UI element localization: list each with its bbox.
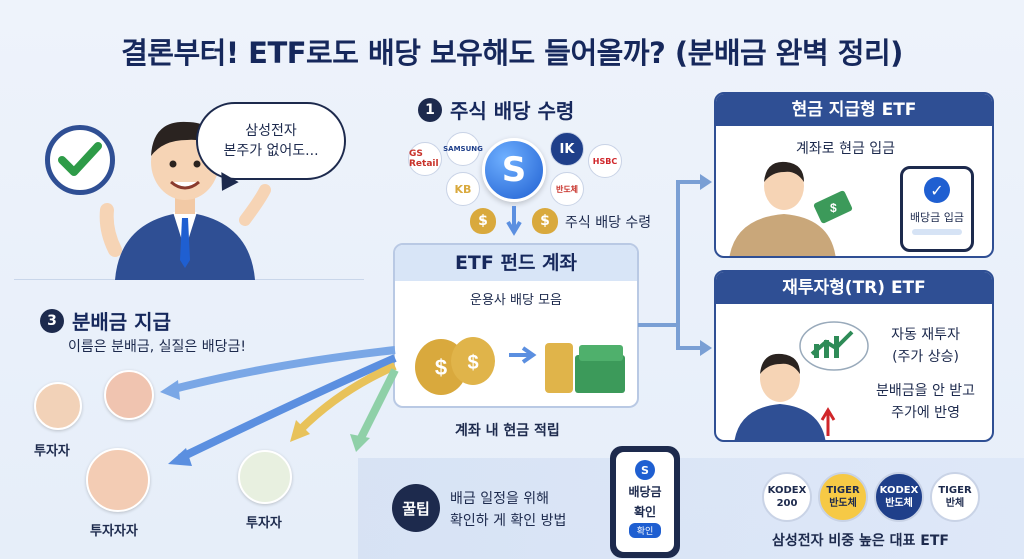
confirm-button[interactable]: 확인 (628, 523, 662, 538)
step3-title: 분배금 지급 (72, 310, 171, 334)
etf-chip-line1: KODEX (879, 485, 919, 496)
down-arrow-icon (506, 206, 522, 236)
svg-text:$: $ (435, 355, 447, 380)
investor-avatar (34, 382, 82, 430)
step1-heading: 1 주식 배당 수령 (418, 95, 574, 124)
step3-number: 3 (40, 308, 64, 333)
company-logo-6: HSBC (588, 144, 622, 178)
company-logo-3: IK (550, 132, 584, 166)
investor-avatar (104, 370, 154, 420)
investor-label: 투자자자 (90, 524, 138, 539)
investor-avatar (86, 448, 150, 512)
distribution-arrows (160, 346, 399, 466)
phone-deposit-label: 배당금 입금 (909, 211, 965, 224)
investor-label: 투자자 (246, 516, 282, 531)
etf-chip-line2: 반체 (945, 498, 965, 509)
etf-fund-box: ETF 펀드 계좌 운용사 배당 모음 $ $ (393, 243, 639, 408)
money-bag-icon: $ (470, 208, 496, 234)
etf-chip: KODEX 200 (762, 472, 812, 522)
etf-chip-line2: 200 (776, 498, 798, 509)
tr-etf-line4: 주가에 반영 (891, 405, 960, 421)
progress-bar (912, 229, 962, 235)
svg-text:$: $ (467, 352, 478, 374)
cash-etf-desc: 계좌로 현금 입금 (796, 141, 896, 157)
phone-check: S 배당금 확인 확인 (610, 446, 680, 558)
etf-fund-footer: 계좌 내 현금 적립 (455, 423, 560, 439)
tip-text: 배금 일정을 위해 확인하 게 확인 방법 (450, 488, 566, 532)
etf-fund-heading: ETF 펀드 계좌 (395, 245, 637, 281)
phone-line1: 배당금 (628, 485, 662, 499)
money-bags-cash-illustration: $ $ (415, 337, 625, 395)
tip-badge: 꿀팁 (392, 484, 440, 532)
check-circle-icon: ✓ (924, 177, 950, 203)
etf-list-caption: 삼성전자 비중 높은 대표 ETF (772, 533, 949, 549)
step1-title: 주식 배당 수령 (450, 99, 575, 123)
cash-etf-heading: 현금 지급형 ETF (716, 94, 992, 126)
man-holding-cash-illustration: $ (729, 161, 853, 256)
speech-line-2: 본주가 없어도... (223, 143, 319, 159)
samsung-s-icon: S (482, 138, 546, 202)
step3-sub: 이름은 분배금, 실질은 배당금! (68, 339, 246, 355)
company-logo-2: SAMSUNG (443, 132, 483, 166)
company-logo-1: GS Retail (408, 142, 442, 176)
flow-arrows (638, 174, 712, 356)
etf-chip-list: KODEX 200 TIGER 반도체 KODEX 반도체 TIGER 반체 (762, 472, 980, 522)
company-logo-5: 반도체 (550, 172, 584, 206)
etf-chip-line2: 반도체 (829, 498, 857, 509)
etf-chip-line1: TIGER (938, 485, 972, 496)
phone-deposit: ✓ 배당금 입금 (900, 166, 974, 252)
etf-fund-subheading: 운용사 배당 모음 (470, 293, 562, 308)
svg-text:$: $ (830, 201, 837, 215)
check-icon (45, 125, 115, 195)
tr-etf-heading: 재투자형(TR) ETF (716, 272, 992, 304)
cash-etf-box: 현금 지급형 ETF 계좌로 현금 입금 $ ✓ 배당금 입금 (714, 92, 994, 258)
etf-chip: KODEX 반도체 (874, 472, 924, 522)
samsung-s-icon: S (635, 460, 655, 480)
speech-bubble: 삼성전자 본주가 없어도... (196, 102, 346, 180)
tr-etf-line3: 분배금을 안 받고 (876, 383, 976, 399)
etf-chip: TIGER 반체 (930, 472, 980, 522)
etf-chip-line2: 반도체 (885, 498, 913, 509)
money-bag-icon: $ (532, 208, 558, 234)
tip-line1: 배금 일정을 위해 (450, 491, 550, 507)
tip-line2: 확인하 게 확인 방법 (450, 513, 567, 529)
etf-chip: TIGER 반도체 (818, 472, 868, 522)
investor-label: 투자자 (34, 444, 70, 459)
man-with-growth-chart-illustration (734, 321, 869, 440)
tr-etf-line2: (주가 상승) (892, 349, 959, 365)
company-logo-4: KB (446, 172, 480, 206)
phone-line2: 확인 (633, 505, 657, 519)
step3-heading: 3 분배금 지급 (40, 306, 171, 335)
receive-label: 주식 배당 수령 (565, 215, 652, 231)
tr-etf-text: 자동 재투자 (주가 상승) 분배금을 안 받고 주가에 반영 (876, 324, 975, 424)
tr-etf-line1: 자동 재투자 (891, 327, 960, 343)
page-title: 결론부터! ETF로도 배당 보유해도 들어올까? (분배금 완벽 정리) (121, 36, 903, 70)
step1-number: 1 (418, 97, 442, 122)
etf-chip-line1: KODEX (767, 485, 807, 496)
etf-chip-line1: TIGER (826, 485, 860, 496)
investor-avatar (238, 450, 292, 504)
tr-etf-box: 재투자형(TR) ETF 자동 재투자 (주가 상승) 분배금을 안 받고 주가… (714, 270, 994, 442)
speech-line-1: 삼성전자 (245, 123, 297, 139)
